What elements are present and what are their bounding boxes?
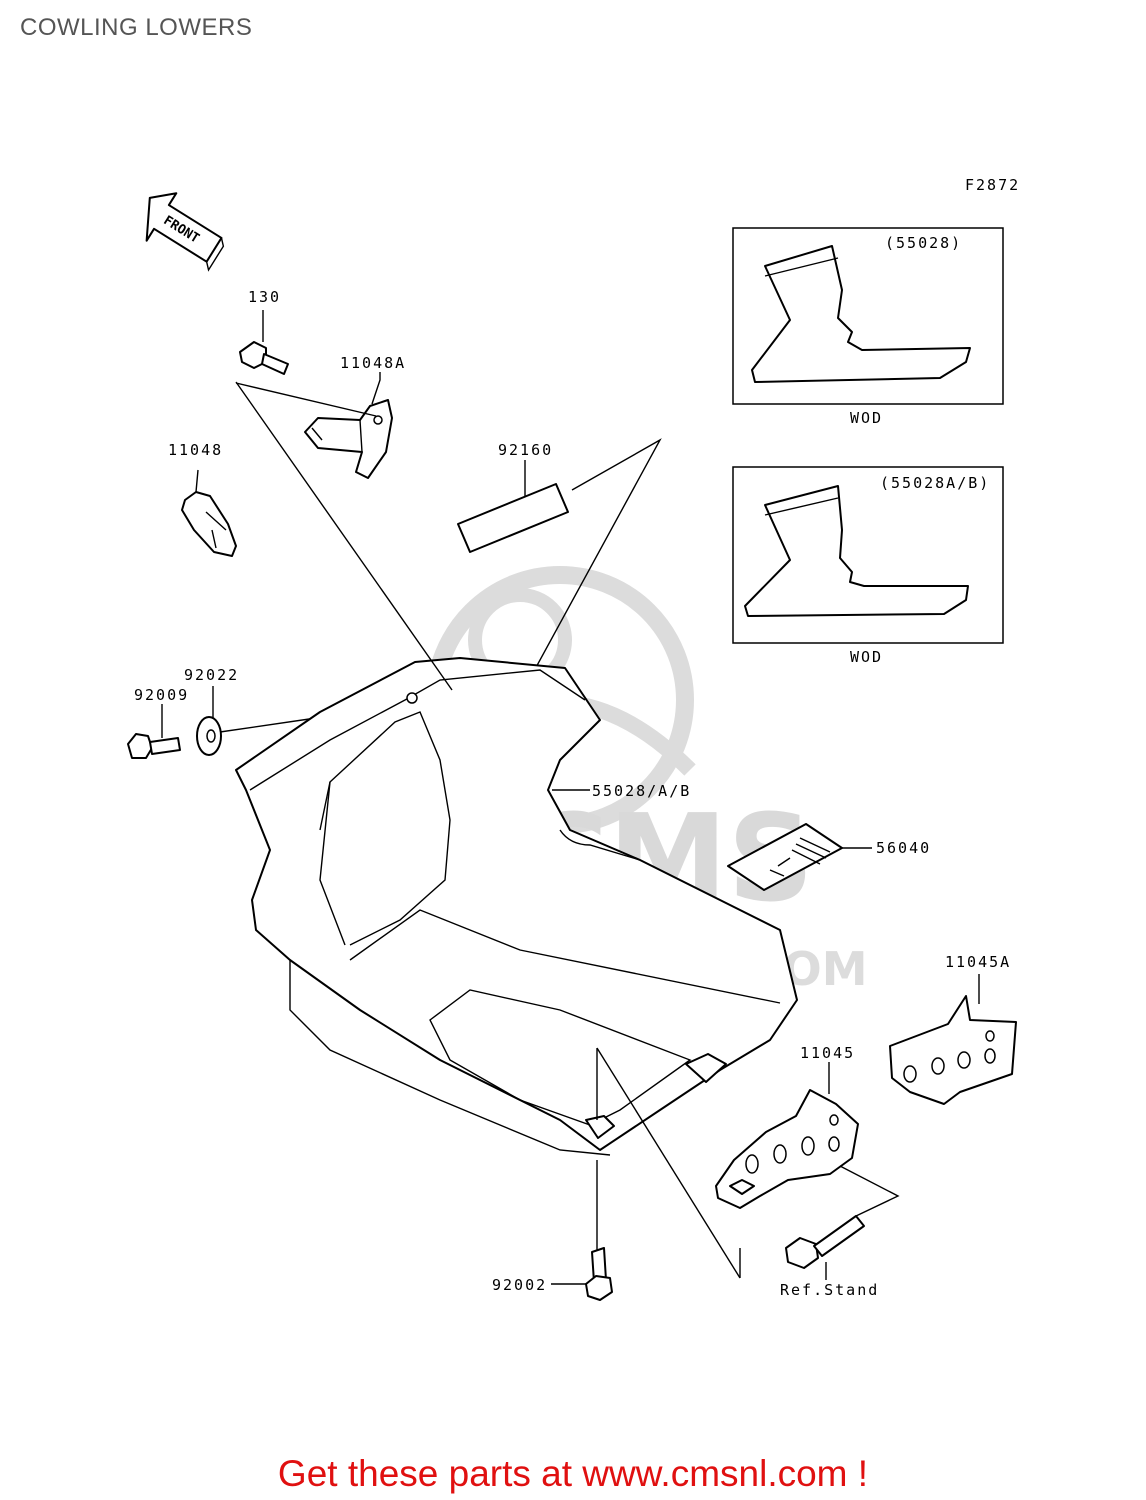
parts-diagram: CMS WWW.CMSNL.COM F2872 FRONT (55028) WO… [127,176,1020,1301]
front-arrow-icon: FRONT [145,192,225,272]
sticker-92160-icon [457,460,569,553]
callout-56040: 56040 [876,839,931,857]
callout-92022: 92022 [184,666,239,684]
inset-55028ab-code: (55028A/B) [880,474,990,492]
label-56040-icon [727,823,872,891]
washer-92022-icon [196,686,317,756]
inset-55028ab-caption: WOD [850,648,883,666]
lower-cowling-55028-icon [235,381,798,1279]
callout-11048: 11048 [168,441,223,459]
figure-code: F2872 [965,176,1020,194]
callout-ref-stand: Ref.Stand [780,1281,879,1299]
callout-92009: 92009 [134,686,189,704]
clip-11048-icon [181,469,237,557]
stand-bolt-icon [785,1215,865,1280]
callout-55028ab: 55028/A/B [592,782,691,800]
bracket-11048a-icon [304,372,393,479]
callout-11045a: 11045A [945,953,1011,971]
bolt-92009-icon [127,704,181,759]
bolt-130-icon [239,310,289,375]
bracket-11045-icon [715,1062,900,1217]
inset-55028ab: (55028A/B) WOD [732,466,1004,666]
callout-130: 130 [248,288,281,306]
callout-11048a: 11048A [340,354,406,372]
callout-11045: 11045 [800,1044,855,1062]
bracket-11045a-icon [889,974,1017,1105]
inset-55028-caption: WOD [850,409,883,427]
callout-92160: 92160 [498,441,553,459]
inset-55028-code: (55028) [885,234,962,252]
page-title: COWLING LOWERS [20,14,253,41]
promo-link[interactable]: Get these parts at www.cmsnl.com ! [277,1453,869,1494]
bolt-92002-icon [551,1160,741,1301]
callout-92002: 92002 [492,1276,547,1294]
inset-55028: (55028) WOD [732,227,1004,427]
